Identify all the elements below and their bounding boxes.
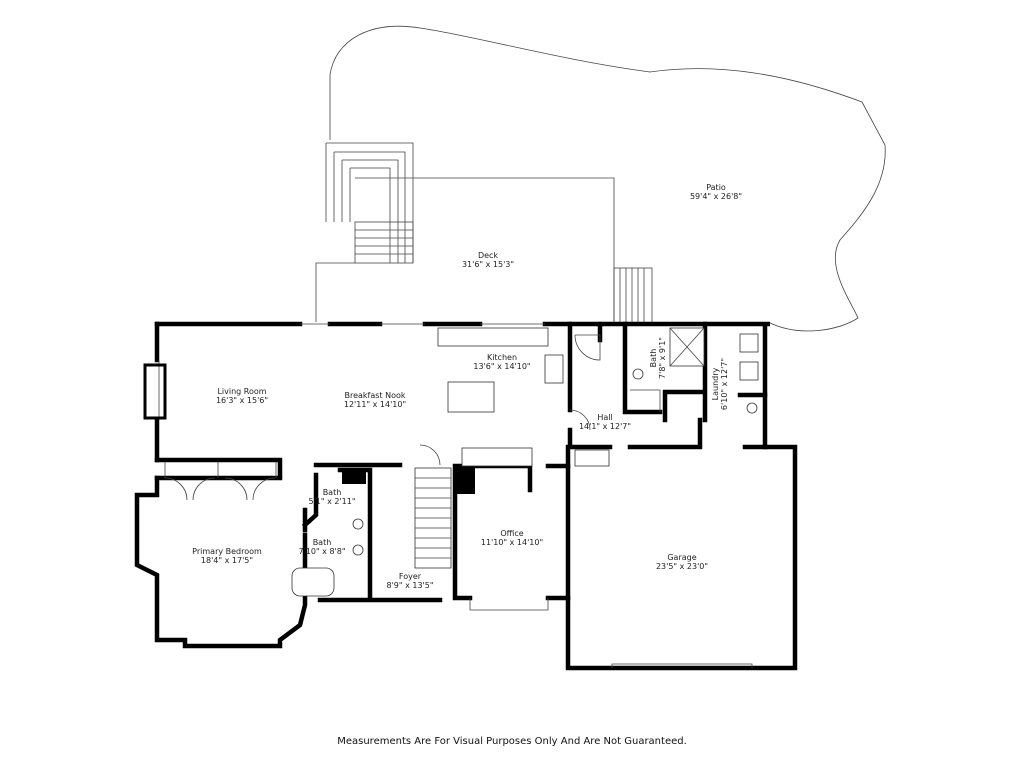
deck-stairs-left — [325, 142, 414, 264]
deck-outline — [315, 177, 615, 322]
disclaimer-footer: Measurements Are For Visual Purposes Onl… — [337, 736, 687, 747]
patio-outline — [329, 25, 886, 332]
deck-stairs-right — [613, 267, 653, 325]
house-walls — [134, 321, 798, 671]
fixtures — [164, 327, 759, 597]
